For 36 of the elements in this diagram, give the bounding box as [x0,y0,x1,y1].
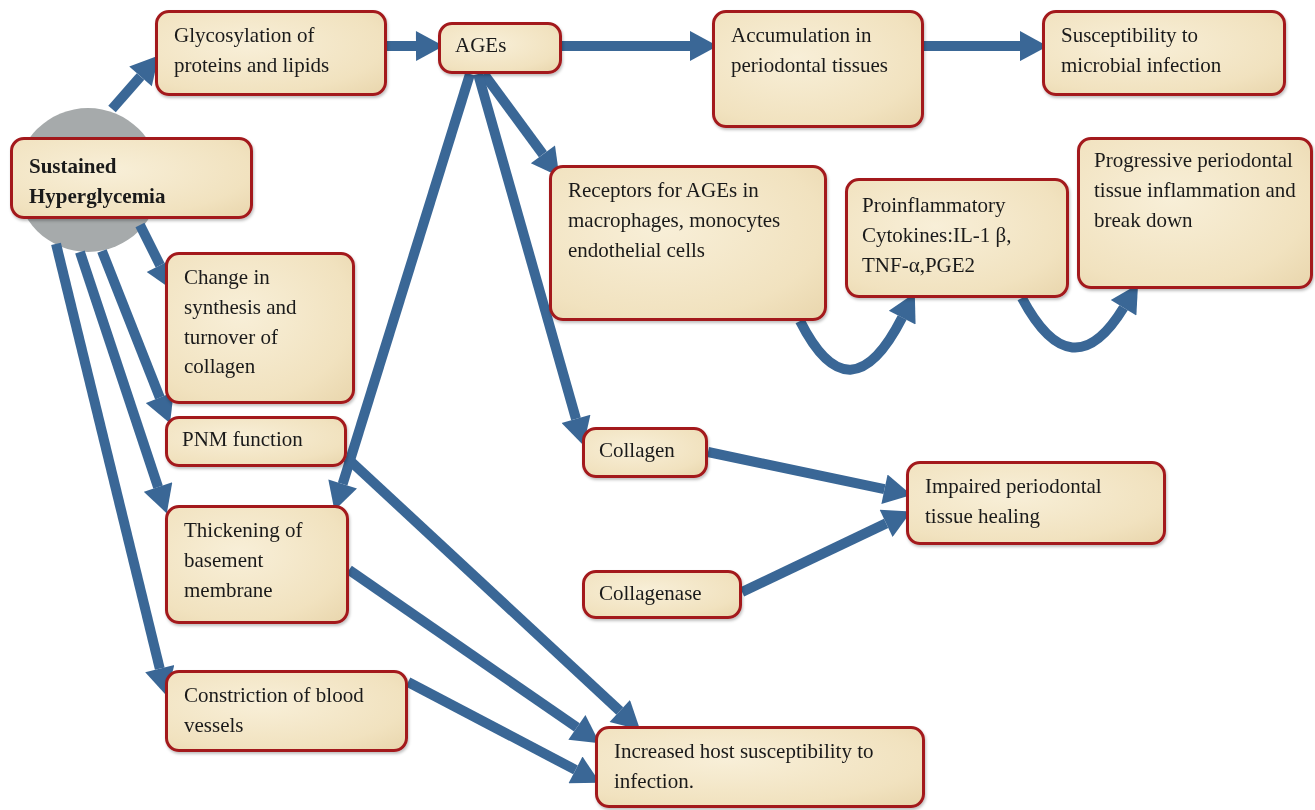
box-label: Collagenase [599,580,703,607]
box-label: Receptors for AGEs in macrophages, monocytes endothelial cells [568,177,782,264]
box-label: Constriction of blood vessels [184,682,365,739]
process-box [10,137,253,219]
process-box [549,165,827,321]
box-label: Collagen [599,437,676,464]
process-box [1042,10,1286,96]
arrow [97,249,174,424]
process-box [1077,137,1313,289]
box-label: Accumulation in periodontal tissues [731,22,889,79]
process-box [906,461,1166,545]
box-label: PNM function [182,426,304,453]
box-label: Susceptibility to microbial infection [1061,22,1223,79]
process-box [155,10,387,96]
process-box [165,670,408,752]
box-label: Progressive periodontal tissue inflammation and break down [1094,147,1296,234]
box-label: Impaired periodontal tissue healing [925,473,1103,530]
process-box [165,416,347,467]
process-box [845,178,1069,298]
box-label: Increased host susceptibility to infection. [614,738,875,795]
process-box [165,505,349,624]
process-box [595,726,925,808]
arrow [51,242,175,696]
box-label: Change in synthesis and turnover of collagen [184,264,298,381]
box-label: Glycosylation of proteins and lipids [174,22,331,79]
arrow [473,72,591,446]
box-label: AGEs [455,32,508,59]
arrow [75,250,173,514]
box-label: Proinflammatory Cytokines:IL-1 β, TNF-α,PGE2 [862,192,1013,279]
box-label: Sustained Hyperglycemia [29,153,167,210]
process-box [165,252,355,404]
process-box [582,427,708,478]
process-box [712,10,924,128]
process-box [582,570,742,619]
process-box [438,22,562,74]
box-label: Thickening of basement membrane [184,517,304,604]
